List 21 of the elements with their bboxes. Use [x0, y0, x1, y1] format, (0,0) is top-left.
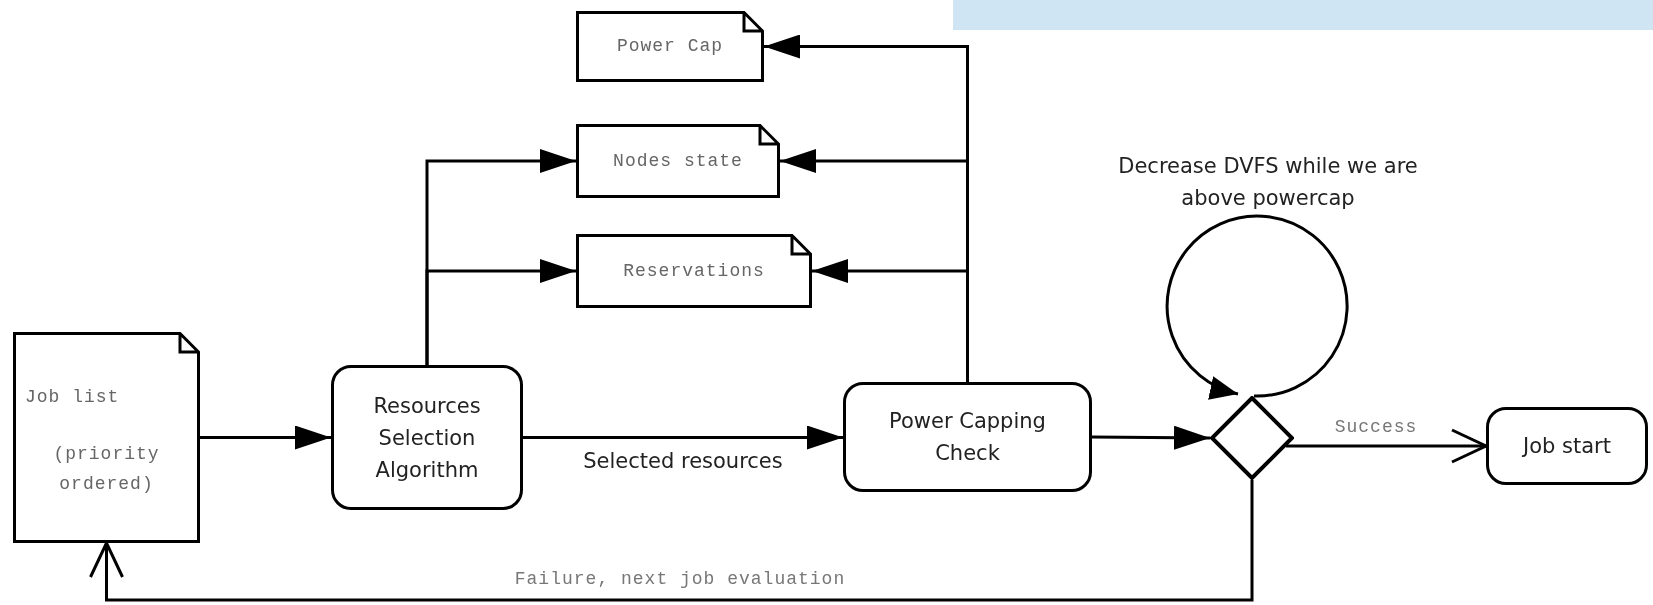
arrow: [425, 259, 576, 365]
document-text: Nodes state: [613, 149, 743, 173]
document-text: Reservations: [623, 259, 765, 283]
document-text: Power Cap: [616, 35, 724, 58]
document-shape: [576, 124, 780, 198]
process-box: Job start: [1486, 407, 1648, 485]
arrow: [812, 259, 969, 382]
arrow: [1165, 214, 1349, 398]
arrow: [200, 425, 331, 450]
process-box: Power Capping Check: [843, 382, 1092, 492]
arrow: [1286, 428, 1488, 464]
document-shape: [13, 332, 200, 543]
decision-diamond: [1210, 396, 1294, 480]
arrow: [1092, 425, 1210, 450]
process-box: Resources Selection Algorithm: [331, 365, 523, 510]
arrow: [523, 425, 843, 450]
document-text: (priority ordered): [52, 443, 161, 496]
arrow: [89, 480, 1254, 602]
document-text: Job list: [25, 386, 120, 409]
document-shape: [576, 234, 812, 308]
document-shape: [576, 11, 764, 82]
